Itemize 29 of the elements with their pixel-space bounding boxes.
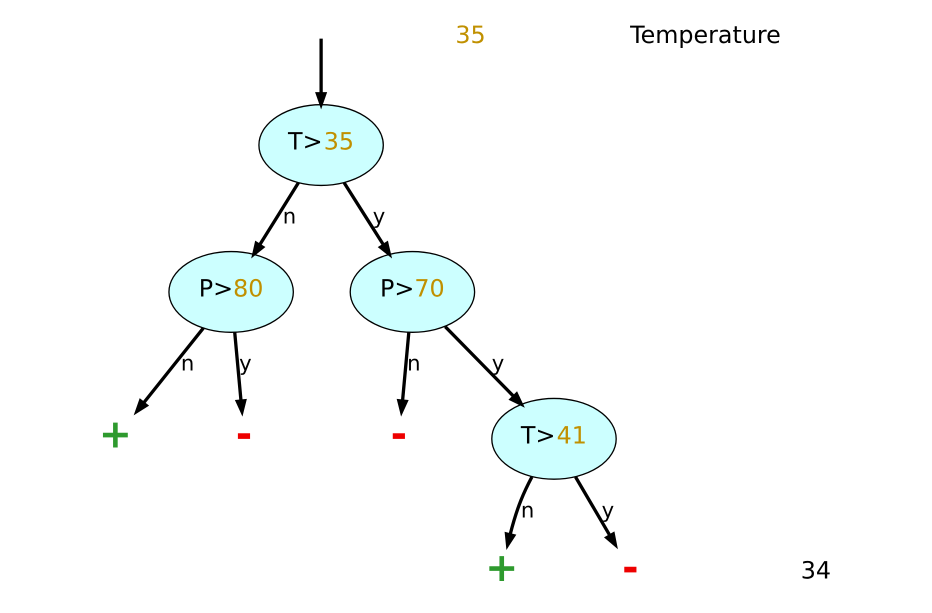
- node-text: -: [236, 411, 252, 458]
- node-ellipse: T>35: [258, 104, 384, 186]
- label: 34: [800, 556, 832, 584]
- arrow: [251, 182, 300, 258]
- edge-label: n: [407, 350, 421, 376]
- node-ellipse: T>41: [491, 398, 617, 480]
- node-text: -: [390, 411, 408, 458]
- edge-label: y: [372, 204, 386, 229]
- edge-label: n: [282, 204, 296, 229]
- node-text: +: [98, 411, 132, 458]
- arrow: [134, 327, 205, 416]
- edge-label: n: [520, 497, 534, 522]
- node-ellipse: P>70: [350, 250, 476, 333]
- label: 35: [455, 21, 486, 50]
- edge-label: y: [492, 350, 504, 376]
- label: Temperature: [630, 21, 781, 50]
- edge-label: y: [239, 350, 252, 376]
- arrow: [233, 332, 247, 417]
- edge-label: y: [602, 497, 614, 522]
- arrow: [342, 182, 392, 258]
- arrow: [315, 38, 328, 110]
- arrow: [504, 476, 534, 550]
- node-text: +: [485, 545, 518, 592]
- node-ellipse: P>80: [168, 250, 294, 333]
- arrow: [574, 476, 618, 550]
- node-text: -: [622, 545, 639, 592]
- edge-label: n: [180, 350, 194, 376]
- arrow: [396, 332, 410, 417]
- arrow: [444, 326, 525, 408]
